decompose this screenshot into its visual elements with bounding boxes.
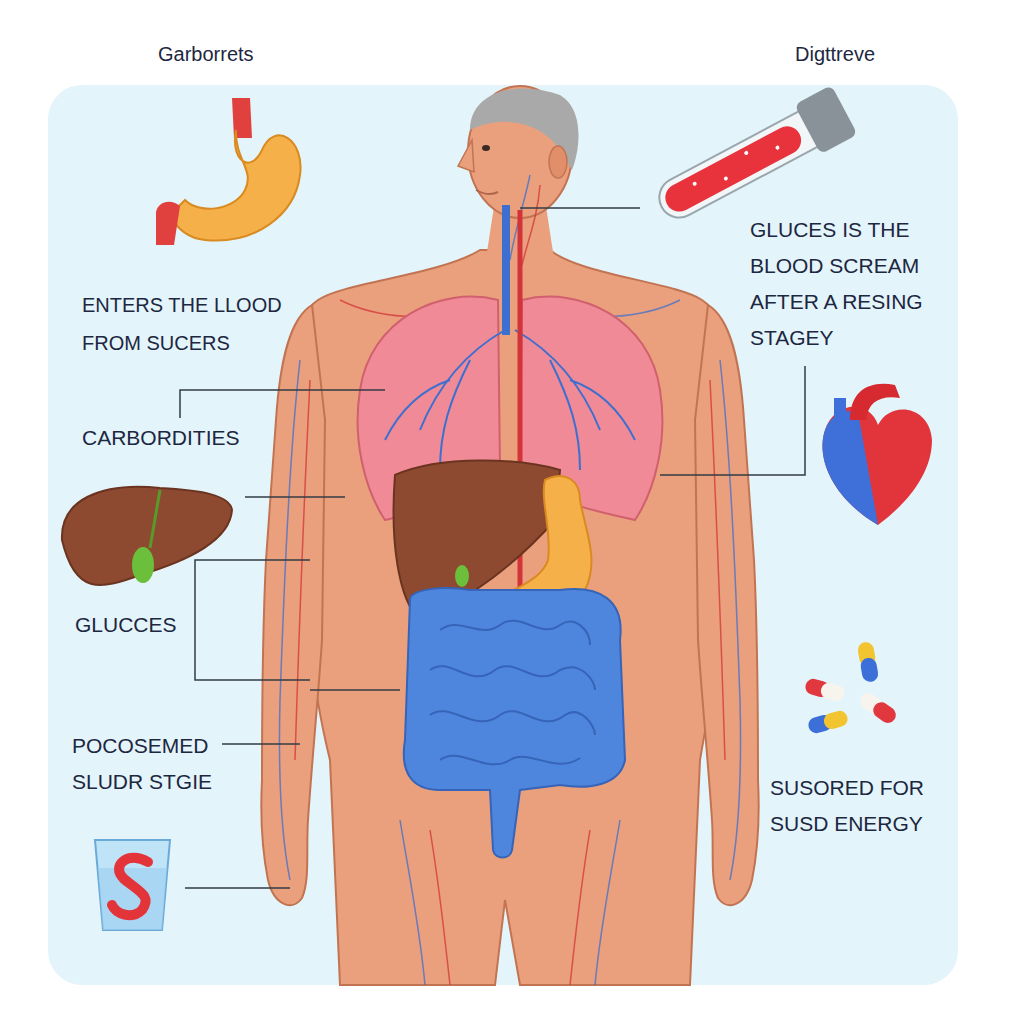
heart-icon — [822, 384, 932, 525]
illustration-part — [170, 130, 301, 241]
illustration-part — [744, 150, 749, 155]
illustration-part — [430, 621, 595, 765]
illustration-part — [185, 887, 290, 889]
illustration-part — [132, 547, 154, 583]
illustration-part — [295, 380, 310, 760]
illustration-part — [549, 146, 567, 178]
illustration-part — [660, 366, 805, 475]
illustration-part — [720, 360, 741, 880]
illustration-part — [660, 121, 806, 216]
illustration-part — [550, 360, 580, 470]
liver-icon — [62, 487, 232, 585]
cup-icon — [95, 840, 170, 930]
label-text: POCOSEMED SLUDR STGIE — [72, 728, 232, 800]
illustration-part — [430, 711, 595, 735]
stomach-icon — [156, 98, 301, 245]
illustration-part — [180, 390, 385, 418]
test-tube-icon — [649, 85, 858, 232]
illustration-part — [502, 205, 510, 335]
illustration-part — [98, 868, 167, 930]
illustration-part — [819, 681, 846, 703]
illustration-part — [570, 380, 635, 440]
illustration-part — [595, 820, 620, 985]
illustration-part — [857, 690, 899, 726]
illustration-part — [430, 666, 595, 690]
illustration-part — [692, 181, 697, 186]
illustration-part — [710, 380, 725, 760]
label-text: SUSORED FOR SUSD ENERGY — [770, 770, 940, 842]
illustration-part — [291, 250, 733, 985]
illustration-part — [804, 677, 847, 703]
illustration-part — [95, 840, 170, 930]
illustration-part — [455, 565, 469, 587]
illustration-part — [420, 330, 505, 430]
illustration-part — [440, 756, 580, 765]
illustration-part — [520, 207, 640, 209]
illustration-part — [400, 820, 425, 985]
label-text: GLUCCES — [75, 612, 177, 637]
illustration-part — [570, 830, 590, 985]
illustration-part — [723, 176, 728, 181]
illustration-part — [404, 588, 625, 857]
blood-vessels — [279, 175, 740, 985]
illustration-part — [515, 330, 600, 430]
illustration-part — [822, 709, 849, 731]
illustration-part — [857, 641, 880, 683]
illustration-part — [822, 411, 878, 525]
illustration-part — [522, 185, 540, 265]
pills-icon — [804, 641, 899, 735]
illustration-part — [859, 657, 879, 683]
label-text: CARBORDITIES — [82, 425, 240, 450]
illustration-part — [385, 380, 450, 440]
illustration-part — [112, 858, 148, 915]
illustration-part — [822, 407, 932, 525]
illustration-part — [476, 190, 498, 194]
background-panel — [48, 85, 958, 985]
label-text: GLUCES IS THE BLOOD SCREAM AFTER A RESIN… — [750, 212, 940, 356]
illustration-part — [245, 496, 345, 498]
illustration-part — [261, 305, 325, 905]
illustration-part — [440, 621, 590, 645]
illustration-part — [794, 85, 857, 154]
label-text: Garborrets — [158, 42, 254, 66]
illustration-part — [430, 830, 450, 985]
illustration-part — [850, 384, 900, 420]
illustration-part — [195, 560, 310, 680]
illustration-part — [834, 398, 846, 420]
illustration-part — [62, 487, 232, 585]
label-text: ENTERS THE LLOOD FROM SUCERS — [82, 286, 312, 362]
illustration-part — [458, 140, 474, 172]
illustration-part — [222, 743, 300, 745]
illustration-part — [695, 305, 759, 905]
illustration-part — [775, 145, 780, 150]
label-text: Digttreve — [795, 42, 875, 66]
human-body — [261, 86, 759, 985]
illustration-part — [807, 709, 850, 735]
illustration-part — [150, 490, 160, 548]
illustration-part — [482, 145, 490, 151]
illustration-part — [440, 360, 470, 470]
illustration-part — [156, 202, 180, 245]
illustration-part — [870, 699, 899, 726]
organs — [358, 205, 663, 858]
illustration-part — [310, 689, 400, 691]
illustration-part — [279, 360, 300, 880]
illustration-part — [385, 330, 635, 470]
illustration-part — [518, 210, 523, 640]
